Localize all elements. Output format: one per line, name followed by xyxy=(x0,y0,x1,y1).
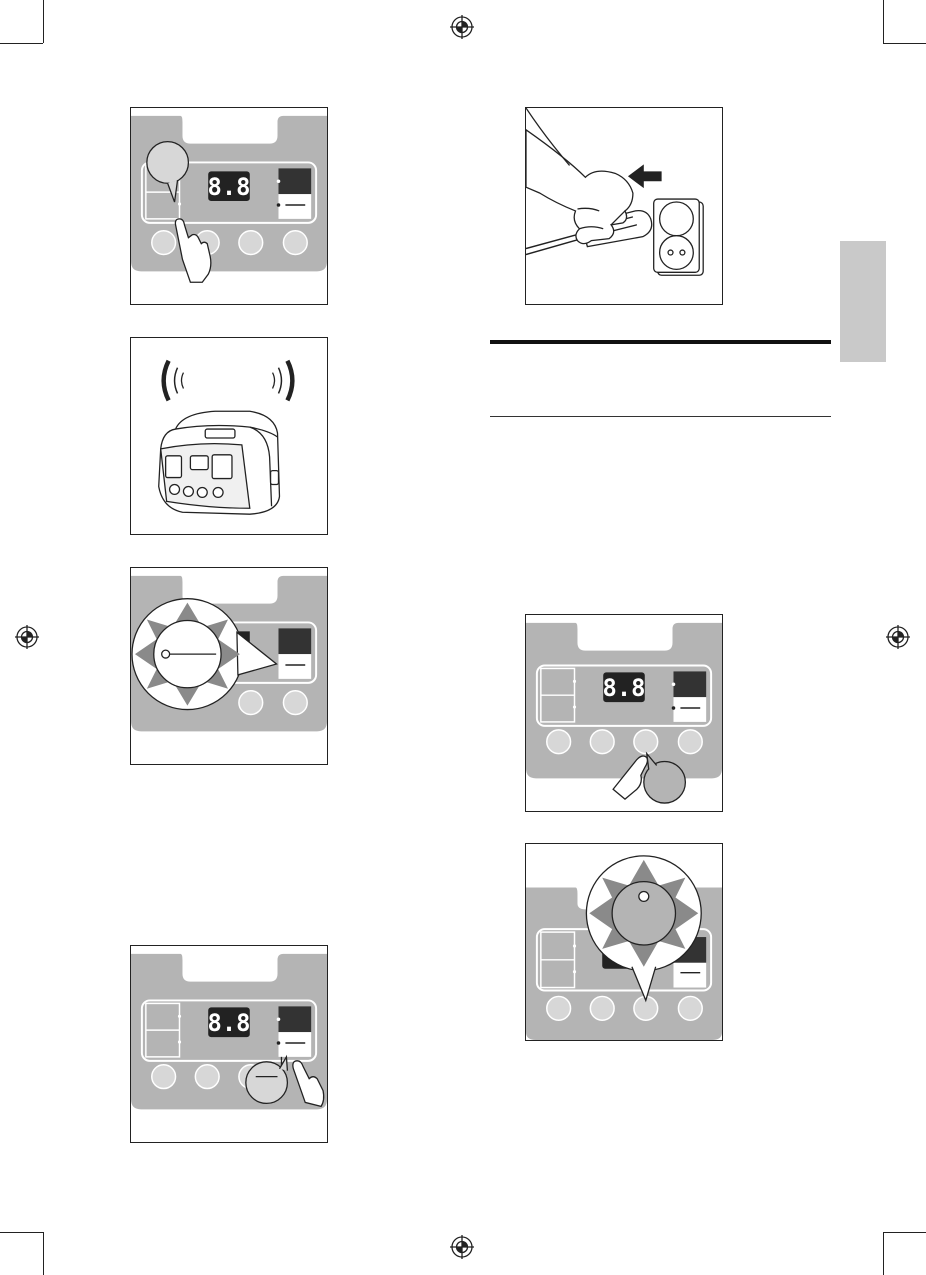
illustration-press-menu: 8.8 xyxy=(130,107,328,305)
registration-mark-icon xyxy=(449,1234,475,1260)
crop-mark-br-h xyxy=(883,1232,926,1233)
crop-mark-tr-v xyxy=(883,0,884,43)
crop-mark-bl-v xyxy=(43,1232,44,1275)
crop-mark-br-v xyxy=(883,1232,884,1275)
hand-icon xyxy=(526,108,633,244)
section-rule-thin xyxy=(490,416,831,417)
crop-mark-tr-h xyxy=(883,43,926,44)
display-digits: 8.8 xyxy=(208,1009,251,1037)
power-outlet-icon xyxy=(654,199,703,275)
arrow-left-icon xyxy=(628,164,662,188)
illustration-press-right-button: 8.8 xyxy=(130,945,328,1143)
crop-mark-tl-v xyxy=(43,0,44,43)
illustration-indicator-highlight xyxy=(130,567,328,765)
display-digits: 8.8 xyxy=(208,173,251,201)
illustration-cooker-beeps xyxy=(130,337,328,535)
crop-mark-bl-h xyxy=(0,1232,43,1233)
registration-mark-icon xyxy=(14,624,40,650)
section-rule-thick xyxy=(490,340,831,344)
illustration-button-highlight xyxy=(525,843,723,1041)
display-digits: 8.8 xyxy=(603,674,646,702)
rice-cooker-icon xyxy=(159,411,280,514)
illustration-unplug xyxy=(525,107,723,305)
crop-mark-tl-h xyxy=(0,43,43,44)
illustration-press-third-button: 8.8 xyxy=(525,614,723,812)
registration-mark-icon xyxy=(885,624,911,650)
section-tab xyxy=(840,241,886,362)
registration-mark-icon xyxy=(449,14,475,40)
